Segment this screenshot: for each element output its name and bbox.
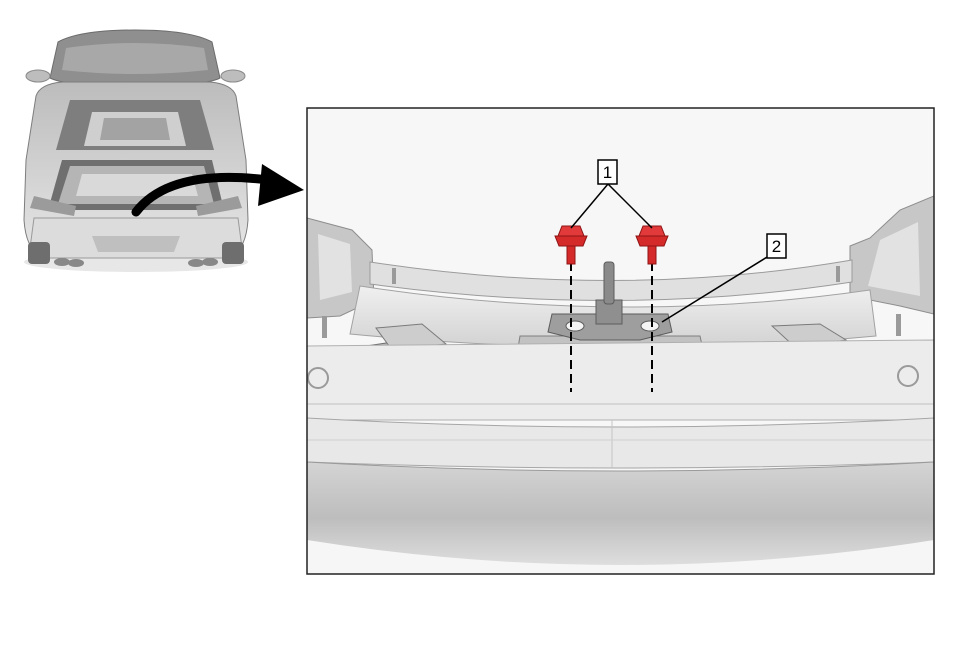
callout-2: 2: [661, 233, 787, 323]
latch-striker-icon: [547, 261, 673, 341]
detail-frame: [306, 107, 935, 575]
fastener-icon: [635, 225, 669, 265]
detail-view: [307, 108, 934, 574]
overview-car-icon: [23, 29, 249, 272]
direction-arrow-icon: [131, 164, 304, 217]
callout-2-label: 2: [772, 237, 781, 256]
fastener-icon: [554, 225, 588, 265]
callout-1-label: 1: [603, 163, 612, 182]
callout-1: 1: [570, 159, 653, 229]
